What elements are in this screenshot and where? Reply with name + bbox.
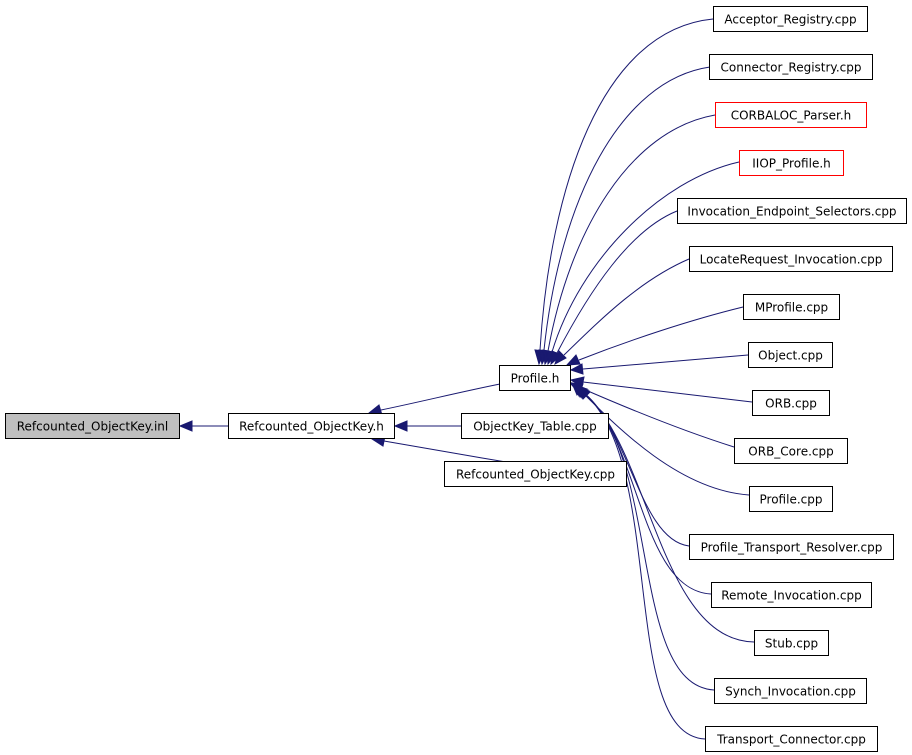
node-profile-transport-resolver-cpp[interactable]: Profile_Transport_Resolver.cpp xyxy=(689,534,894,560)
node-label: IIOP_Profile.h xyxy=(752,157,831,171)
node-object-cpp[interactable]: Object.cpp xyxy=(748,342,833,368)
node-connector-registry-cpp[interactable]: Connector_Registry.cpp xyxy=(709,54,873,80)
node-label: Refcounted_ObjectKey.cpp xyxy=(456,468,615,482)
node-iiop-profile-h[interactable]: IIOP_Profile.h xyxy=(739,150,844,176)
node-label: ORB.cpp xyxy=(765,397,817,411)
node-refcounted-objectkey-inl[interactable]: Refcounted_ObjectKey.inl xyxy=(5,413,180,439)
node-locaterequest-invocation-cpp[interactable]: LocateRequest_Invocation.cpp xyxy=(689,246,893,272)
node-mprofile-cpp[interactable]: MProfile.cpp xyxy=(743,294,840,320)
edge-locreq-to-profileh xyxy=(554,258,690,366)
edge-profileh-to-rokh xyxy=(367,383,501,416)
node-synch-invocation-cpp[interactable]: Synch_Invocation.cpp xyxy=(714,678,867,704)
node-label: Remote_Invocation.cpp xyxy=(721,589,861,603)
node-objectkey-table-cpp[interactable]: ObjectKey_Table.cpp xyxy=(461,413,609,439)
node-label: Acceptor_Registry.cpp xyxy=(724,13,856,27)
node-label: ObjectKey_Table.cpp xyxy=(473,420,597,434)
node-label: Object.cpp xyxy=(758,349,823,363)
node-label: Invocation_Endpoint_Selectors.cpp xyxy=(687,205,896,219)
node-remote-invocation-cpp[interactable]: Remote_Invocation.cpp xyxy=(711,582,872,608)
node-label: Refcounted_ObjectKey.inl xyxy=(17,420,168,434)
node-stub-cpp[interactable]: Stub.cpp xyxy=(754,630,829,656)
edge-object-to-profileh xyxy=(569,354,749,375)
node-orb-cpp[interactable]: ORB.cpp xyxy=(752,390,830,416)
edge-invsel-to-profileh xyxy=(550,210,678,366)
node-label: Profile.cpp xyxy=(760,493,823,507)
node-profile-cpp[interactable]: Profile.cpp xyxy=(749,486,833,512)
node-label: LocateRequest_Invocation.cpp xyxy=(700,253,883,267)
node-label: MProfile.cpp xyxy=(755,301,828,315)
edge-acceptor-to-profileh xyxy=(534,18,714,366)
edge-corbaloc-to-profileh xyxy=(542,114,716,366)
node-label: Refcounted_ObjectKey.h xyxy=(239,420,384,434)
node-orb-core-cpp[interactable]: ORB_Core.cpp xyxy=(734,438,848,464)
node-label: Synch_Invocation.cpp xyxy=(725,685,856,699)
edge-rokh-to-rokinl xyxy=(178,420,228,432)
node-label: Connector_Registry.cpp xyxy=(721,61,862,75)
node-invocation-endpoint-selectors-cpp[interactable]: Invocation_Endpoint_Selectors.cpp xyxy=(677,198,907,224)
node-refcounted-objectkey-h[interactable]: Refcounted_ObjectKey.h xyxy=(228,413,395,439)
node-label: CORBALOC_Parser.h xyxy=(731,109,852,123)
node-corbaloc-parser-h[interactable]: CORBALOC_Parser.h xyxy=(715,102,867,128)
edge-oktable-to-rokh xyxy=(393,420,461,432)
edge-mprofile-to-profileh xyxy=(565,306,744,366)
node-label: Transport_Connector.cpp xyxy=(716,733,866,747)
edge-rokcpp-to-rokh xyxy=(370,435,513,464)
node-transport-connector-cpp[interactable]: Transport_Connector.cpp xyxy=(705,726,878,752)
node-refcounted-objectkey-cpp[interactable]: Refcounted_ObjectKey.cpp xyxy=(444,461,627,487)
node-label: Stub.cpp xyxy=(765,637,818,651)
node-profile-h[interactable]: Profile.h xyxy=(499,365,571,391)
edge-transport-to-profileh xyxy=(575,387,706,740)
node-label: Profile_Transport_Resolver.cpp xyxy=(701,541,883,555)
node-label: Profile.h xyxy=(511,372,560,386)
edge-orbcpp-to-profileh xyxy=(569,376,753,403)
node-acceptor-registry-cpp[interactable]: Acceptor_Registry.cpp xyxy=(713,6,868,32)
node-label: ORB_Core.cpp xyxy=(748,445,833,459)
